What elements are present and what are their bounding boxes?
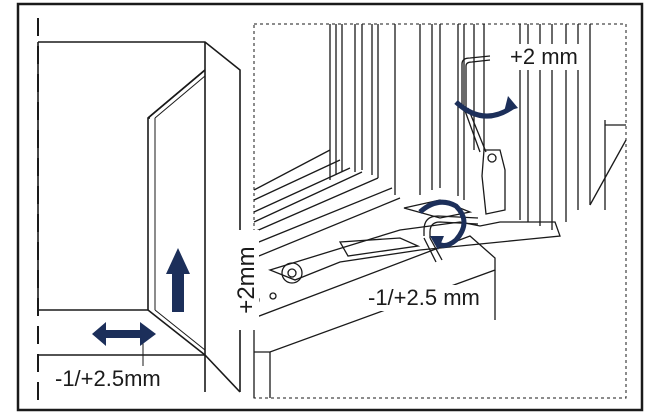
left-frame-corner-drawing xyxy=(37,18,241,408)
rotation-arrow-upper-icon xyxy=(454,96,518,119)
side-adjust-right-label: -1/+2.5 mm xyxy=(366,285,482,311)
side-adjust-left-label: -1/+2.5mm xyxy=(52,366,164,392)
sash-height-adjust-label: +2 mm xyxy=(508,44,580,70)
up-arrow-icon xyxy=(166,248,190,312)
left-right-arrow-icon xyxy=(92,322,156,346)
hinge-detail-drawing xyxy=(250,24,627,398)
outer-border xyxy=(16,2,644,412)
rotation-arrow-lower-icon xyxy=(418,199,467,250)
height-adjust-left-label: +2mm xyxy=(233,230,260,330)
